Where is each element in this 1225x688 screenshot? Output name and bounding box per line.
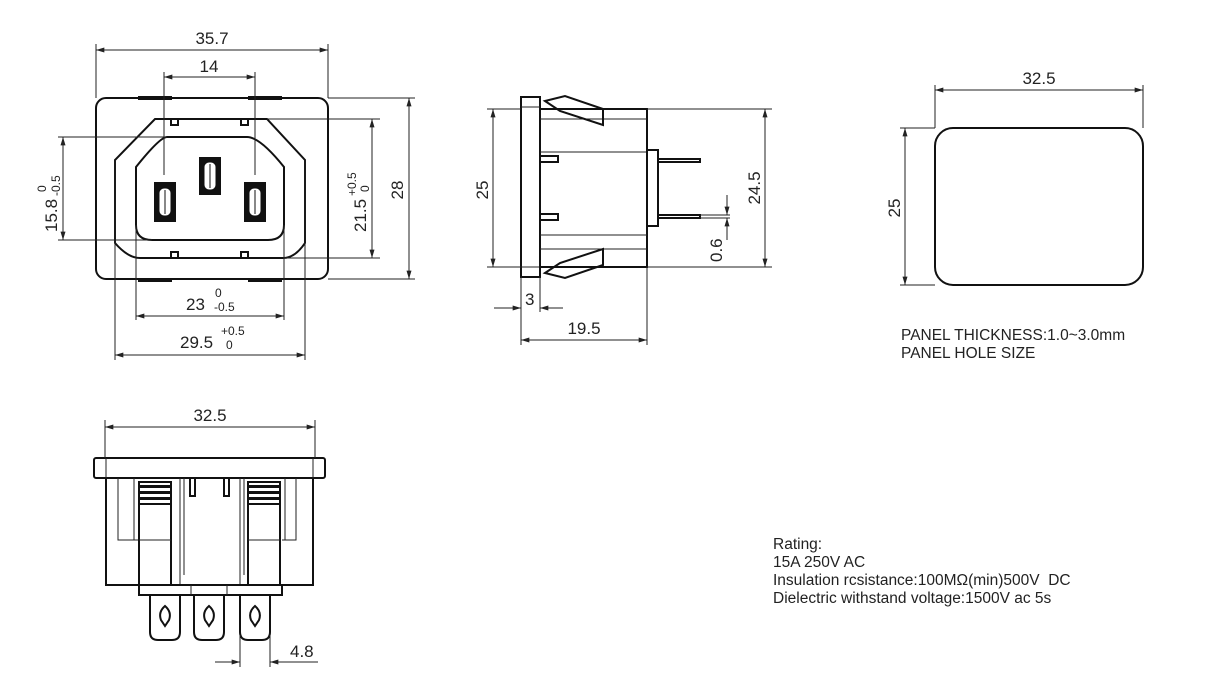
- rating-insulation: Insulation rcsistance:100MΩ(min)500V DC: [773, 572, 1071, 589]
- terminal-pin: [657, 214, 701, 219]
- dim-inner-height: 21.5: [351, 199, 370, 232]
- tolerance-lower: 0: [358, 185, 372, 192]
- pin-neutral: [154, 182, 176, 222]
- tolerance-lower: -0.5: [214, 300, 235, 314]
- rating-current-voltage: 15A 250V AC: [773, 554, 866, 571]
- dim-terminal-width: 4.8: [290, 642, 314, 661]
- dim-inner-width: 29.5: [180, 333, 213, 352]
- dim-overall-height: 28: [388, 181, 407, 200]
- side-view: 25 24.5 0.6 3 19.5: [473, 94, 772, 345]
- terminal-tab: [149, 595, 181, 641]
- bottom-view: 32.5 4.8: [93, 406, 326, 667]
- terminal-pin: [657, 158, 701, 163]
- rating-block: Rating: 15A 250V AC Insulation rcsistanc…: [773, 536, 1071, 608]
- dim-inlet-height: 15.8: [42, 199, 61, 232]
- terminal-tab: [239, 595, 271, 641]
- dim-inlet-width: 23: [186, 295, 205, 314]
- dim-pin-spacing: 14: [200, 57, 219, 76]
- tolerance-lower: 0: [226, 338, 233, 352]
- tolerance-upper: 0: [35, 185, 49, 192]
- clip-tab: [138, 96, 172, 100]
- dim-body-height: 24.5: [745, 171, 764, 204]
- panel-thickness-note: PANEL THICKNESS:1.0~3.0mm: [901, 327, 1126, 344]
- pin-line: [244, 182, 266, 222]
- dim-flange-thickness: 3: [525, 290, 534, 309]
- panel-hole-outline: [934, 127, 1144, 286]
- dim-pin-thickness: 0.6: [707, 238, 726, 262]
- terminal-tab: [193, 595, 225, 641]
- front-view: 35.7 14 28 21.5 +0.5 0 15.8 0 -0.5 23 0 …: [35, 29, 415, 360]
- tolerance-upper: +0.5: [345, 172, 359, 196]
- dim-bottom-width: 32.5: [193, 406, 226, 425]
- pin-earth: [199, 157, 221, 195]
- panel-hole-size-note: PANEL HOLE SIZE: [901, 345, 1036, 362]
- panel-hole-view: 32.5 25: [885, 69, 1144, 286]
- retaining-clip-top: [542, 94, 604, 127]
- rating-dielectric: Dielectric withstand voltage:1500V ac 5s: [773, 590, 1052, 607]
- inlet-cavity-outline: [135, 136, 285, 241]
- dim-hole-height: 25: [885, 199, 904, 218]
- dim-overall-width: 35.7: [195, 29, 228, 48]
- clip-tab: [138, 278, 172, 282]
- clip-tab: [248, 96, 282, 100]
- dim-depth: 19.5: [567, 319, 600, 338]
- dim-hole-width: 32.5: [1022, 69, 1055, 88]
- tolerance-upper: 0: [215, 286, 222, 300]
- panel-notes: PANEL THICKNESS:1.0~3.0mm PANEL HOLE SIZ…: [901, 327, 1125, 363]
- rating-title: Rating:: [773, 536, 823, 553]
- tolerance-lower: -0.5: [49, 175, 63, 196]
- clip-tab: [248, 278, 282, 282]
- retaining-clip-bottom: [542, 247, 604, 280]
- tolerance-upper: +0.5: [221, 324, 245, 338]
- front-flange-outline: [95, 97, 329, 280]
- dim-flange-height: 25: [473, 181, 492, 200]
